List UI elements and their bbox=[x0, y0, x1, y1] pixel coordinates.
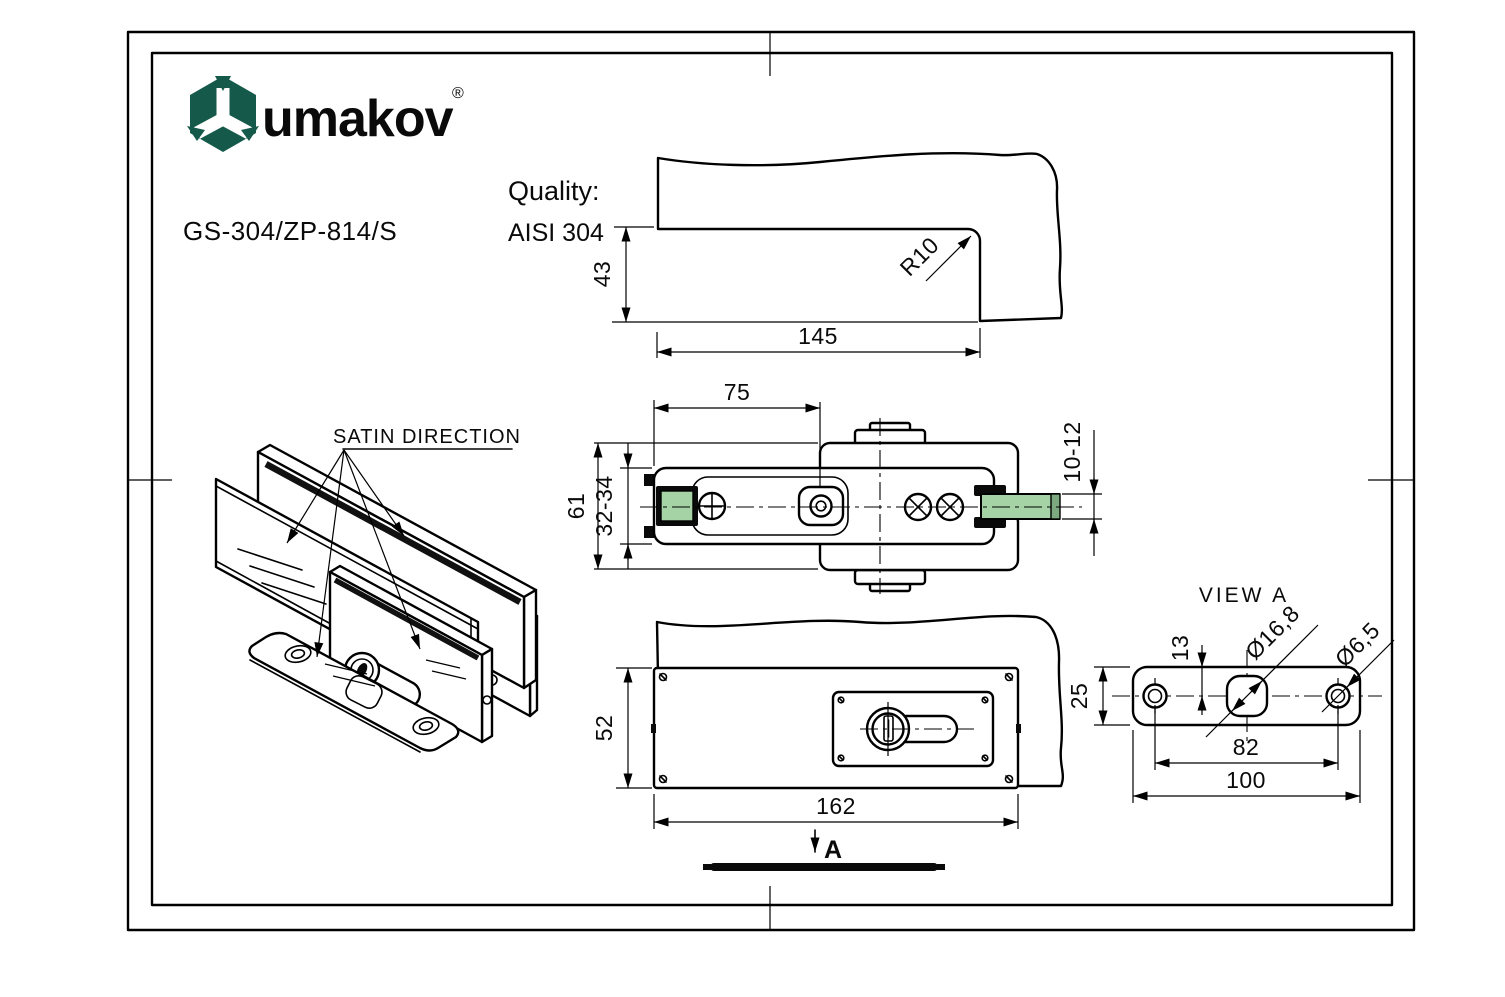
drawing-frame bbox=[126, 30, 1416, 932]
screw-hole-left bbox=[1142, 683, 1168, 709]
dim-100: 100 bbox=[1226, 767, 1266, 793]
dim-25: 25 bbox=[1066, 683, 1092, 710]
glass-corner-view: 43 145 R10 bbox=[589, 151, 1064, 358]
glass-streaks bbox=[237, 548, 327, 605]
product-code: GS-304/ZP-814/S bbox=[183, 216, 397, 246]
satin-direction-label: SATIN DIRECTION bbox=[333, 426, 521, 448]
dim-43: 43 bbox=[589, 261, 615, 288]
section-label: A bbox=[824, 836, 842, 864]
registered-mark: ® bbox=[452, 85, 464, 102]
brand-name: umakov bbox=[262, 90, 454, 148]
dim-dia-16-8: Ø16,8 bbox=[1240, 600, 1304, 664]
quality-value: AISI 304 bbox=[508, 219, 604, 247]
leader-r10 bbox=[925, 235, 972, 282]
glass-corner-panel bbox=[656, 151, 1064, 323]
view-a: VIEW A 25 13 Ø16,8 Ø6,5 82 bbox=[1066, 584, 1395, 803]
bottom-plate-iso bbox=[248, 631, 460, 752]
quality-label: Quality: bbox=[508, 176, 600, 206]
satin-direction-arrows bbox=[286, 449, 467, 687]
top-view: 75 61 32-34 10-12 bbox=[563, 379, 1102, 594]
dim-162: 162 bbox=[816, 793, 856, 819]
view-a-title: VIEW A bbox=[1199, 584, 1289, 607]
bottom-plate-edge bbox=[710, 863, 938, 871]
brand-logo: umakov ® bbox=[187, 76, 464, 152]
dim-10-12: 10-12 bbox=[1059, 421, 1085, 482]
dim-52: 52 bbox=[591, 715, 617, 742]
glass-panel-front bbox=[655, 614, 1065, 788]
front-view: 52 162 A bbox=[591, 614, 1065, 871]
dim-61: 61 bbox=[563, 493, 589, 520]
dim-145: 145 bbox=[798, 323, 838, 349]
isometric-view: SATIN DIRECTION bbox=[214, 426, 539, 753]
dim-32-34: 32-34 bbox=[591, 475, 617, 536]
front-clamp-bar bbox=[328, 570, 484, 744]
dim-75: 75 bbox=[724, 379, 751, 405]
dim-r10: R10 bbox=[895, 232, 944, 281]
dim-13: 13 bbox=[1167, 635, 1193, 662]
square-hole-iso bbox=[345, 675, 383, 709]
dim-82: 82 bbox=[1233, 734, 1260, 760]
dim-dia-6-5: Ø6,5 bbox=[1330, 617, 1385, 672]
glass-section-left bbox=[660, 490, 694, 522]
